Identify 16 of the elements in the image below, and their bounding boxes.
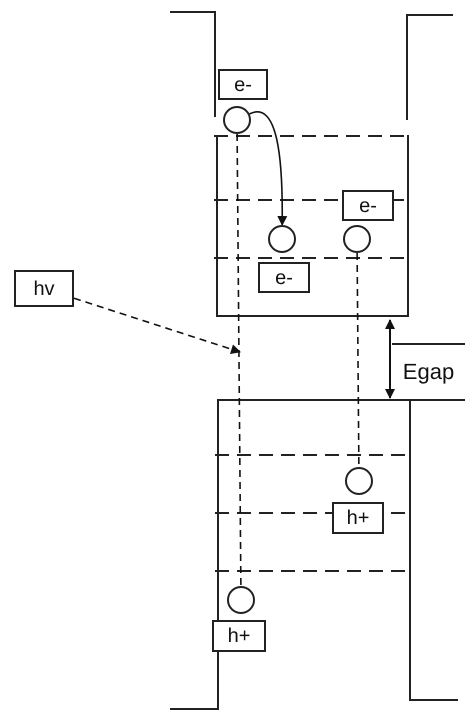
photon-label: hv: [14, 270, 74, 307]
electron-circle: [343, 225, 371, 253]
arrow: [249, 111, 288, 226]
transition-line: [236, 134, 242, 586]
electron-circle: [223, 106, 251, 134]
hole-circle: [227, 586, 255, 614]
hole-circle: [345, 467, 373, 495]
transition-line: [356, 253, 360, 467]
particle-label: e-: [258, 262, 310, 293]
particle-label: e-: [342, 190, 394, 221]
electron-circle: [268, 225, 296, 253]
particle-label: h+: [212, 620, 266, 652]
particle-label: e-: [218, 69, 268, 100]
particle-label: h+: [332, 502, 384, 534]
energy-gap-label: Egap: [392, 343, 465, 399]
arrow: [74, 297, 241, 354]
